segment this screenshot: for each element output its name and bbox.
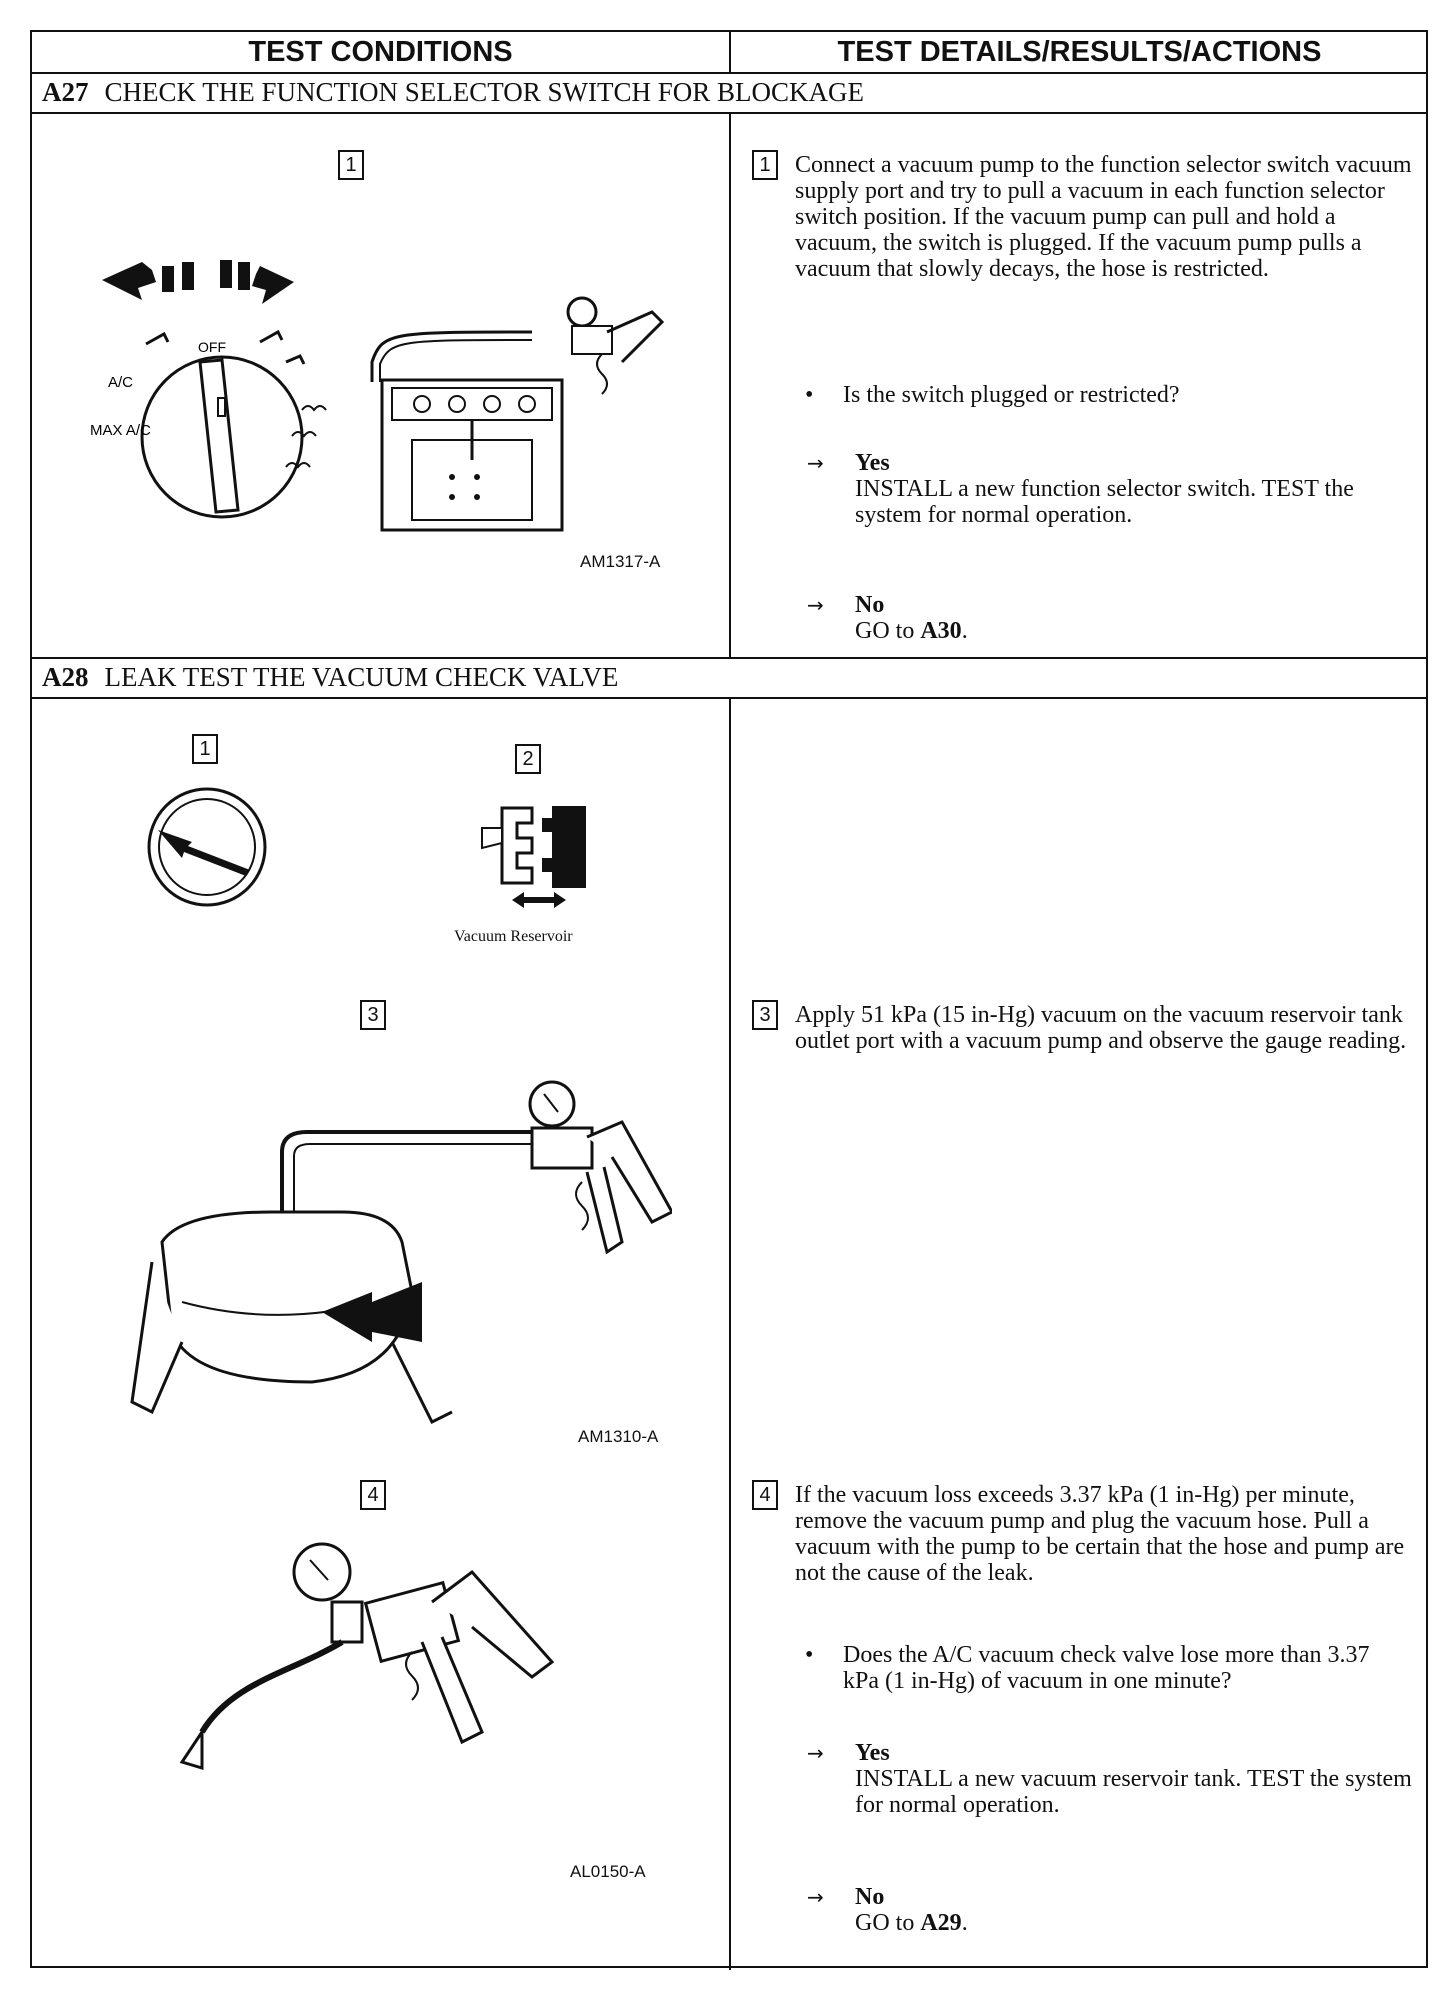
outlet-arrow-icon (322, 1282, 422, 1342)
step-number-box: 4 (360, 1480, 386, 1510)
rule (32, 657, 1426, 659)
column-divider (729, 697, 731, 1970)
answer-label: Yes (855, 1740, 890, 1766)
vacuum-gauge-icon (566, 296, 598, 328)
section-title-a28: A28 LEAK TEST THE VACUUM CHECK VALVE (42, 657, 618, 697)
step-number-box: 1 (338, 150, 364, 180)
key-arrow-icon (158, 830, 250, 876)
defrost-icon (301, 405, 327, 412)
header-test-conditions: TEST CONDITIONS (248, 36, 513, 68)
step-number-box: 3 (360, 1000, 386, 1030)
figure-id: AM1310-A (578, 1427, 659, 1446)
section-code: A27 (42, 77, 89, 107)
step-instructions: Apply 51 kPa (15 in-Hg) vacuum on the va… (795, 1002, 1407, 1054)
answer-label: No (855, 592, 885, 618)
section-title-text: CHECK THE FUNCTION SELECTOR SWITCH FOR B… (104, 77, 865, 107)
step-number-box: 4 (752, 1480, 778, 1510)
answer-label: Yes (855, 450, 890, 476)
dial-label-off: OFF (198, 339, 226, 355)
step-number-box: 1 (192, 734, 218, 764)
arrow-right-icon: → (807, 1885, 824, 1909)
go-to-target: A30 (920, 618, 962, 644)
section-title-a27: A27 CHECK THE FUNCTION SELECTOR SWITCH FO… (42, 72, 864, 112)
step-number-box: 2 (515, 744, 541, 774)
switch-vacuum-pump-illustration (370, 296, 665, 532)
go-to-target: A29 (920, 1910, 962, 1936)
go-to-prefix: GO to (855, 618, 921, 644)
step-number-box: 3 (752, 1000, 778, 1030)
answer-text: INSTALL a new vacuum reservoir tank. TES… (855, 1766, 1412, 1818)
vacuum-reservoir-connector-illustration (481, 806, 586, 908)
ignition-switch-illustration (147, 787, 267, 907)
reservoir-tank-vacuum-pump-illustration (130, 1080, 672, 1425)
step-instructions: If the vacuum loss exceeds 3.37 kPa (1 i… (795, 1482, 1405, 1586)
arrow-right-icon: → (807, 451, 824, 475)
right-arrow-icon (252, 266, 294, 304)
header-test-details: TEST DETAILS/RESULTS/ACTIONS (837, 36, 1322, 68)
procedure-table: TEST CONDITIONS TEST DETAILS/RESULTS/ACT… (30, 30, 1428, 1970)
figure-id: AL0150-A (570, 1862, 646, 1881)
function-selector-dial-illustration: MAX A/C A/C OFF (90, 260, 327, 519)
go-to-prefix: GO to (855, 1910, 921, 1936)
step-number-box: 1 (752, 150, 778, 180)
rule (32, 72, 1426, 74)
dial-label-max: MAX A/C (90, 422, 151, 439)
arrow-right-icon: → (807, 1741, 824, 1765)
answer-text: INSTALL a new function selector switch. … (855, 476, 1354, 528)
arrow-right-icon: → (807, 593, 824, 617)
vacuum-pump-plugged-hose-illustration (179, 1542, 555, 1771)
question-text: Is the switch plugged or restricted? (843, 382, 1180, 408)
step-instructions: Connect a vacuum pump to the function se… (795, 152, 1412, 282)
figure-id: AM1317-A (580, 552, 661, 571)
dial-knob (198, 358, 240, 514)
question-text: Does the A/C vacuum check valve lose mor… (843, 1642, 1370, 1694)
column-divider (729, 112, 731, 657)
section-code: A28 (42, 662, 89, 692)
column-divider (729, 32, 731, 72)
dial-label-ac: A/C (108, 374, 133, 391)
reservoir-caption: Vacuum Reservoir (454, 928, 573, 945)
answer-label: No (855, 1884, 885, 1910)
section-title-text: LEAK TEST THE VACUUM CHECK VALVE (104, 662, 619, 692)
left-arrow-icon (102, 262, 156, 300)
